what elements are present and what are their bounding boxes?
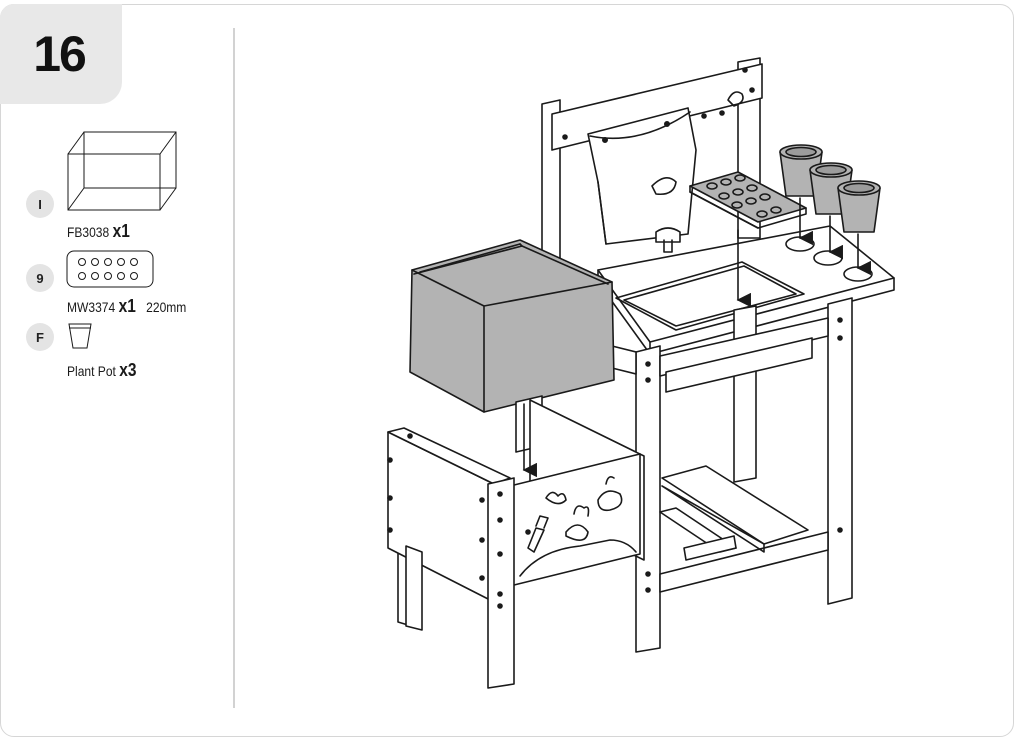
- panel-divider: [233, 28, 235, 708]
- part-badge-f: F: [26, 323, 54, 351]
- part-quantity: x3: [119, 360, 137, 380]
- planter-post-front-left: [487, 477, 515, 689]
- part-code: FB3038: [67, 224, 110, 240]
- plant-pot-3: [837, 180, 881, 233]
- part-code: MW3374: [67, 299, 116, 315]
- storage-box-icon: [67, 131, 177, 211]
- table-leg-front-right: [827, 297, 853, 605]
- lower-shelf-slats: [659, 465, 809, 561]
- planter-front-panel: [509, 453, 641, 587]
- part-quantity: x1: [118, 296, 136, 316]
- table-lower-rail: [611, 345, 829, 593]
- table-front-rail: [659, 317, 829, 393]
- table-leg-back-right: [733, 305, 757, 483]
- insertion-arrows: [522, 197, 871, 478]
- part-code: Plant Pot: [67, 363, 116, 379]
- step-number: 16: [33, 26, 87, 82]
- storage-box: [409, 239, 615, 413]
- part-quantity: x1: [112, 221, 130, 241]
- back-top-rail: [551, 63, 763, 151]
- pot-holder-board: [689, 171, 807, 229]
- planter-post-back-left: [405, 545, 423, 631]
- plant-pot-icon: [68, 323, 92, 349]
- pot-holder-board-icon: [66, 250, 154, 288]
- page-frame: [0, 4, 1014, 737]
- part-badge-i: I: [26, 190, 54, 218]
- part-badge-9: 9: [26, 264, 54, 292]
- part-dimension: 220mm: [146, 299, 187, 315]
- step-tab: [0, 4, 122, 104]
- water-dispenser: [587, 107, 697, 253]
